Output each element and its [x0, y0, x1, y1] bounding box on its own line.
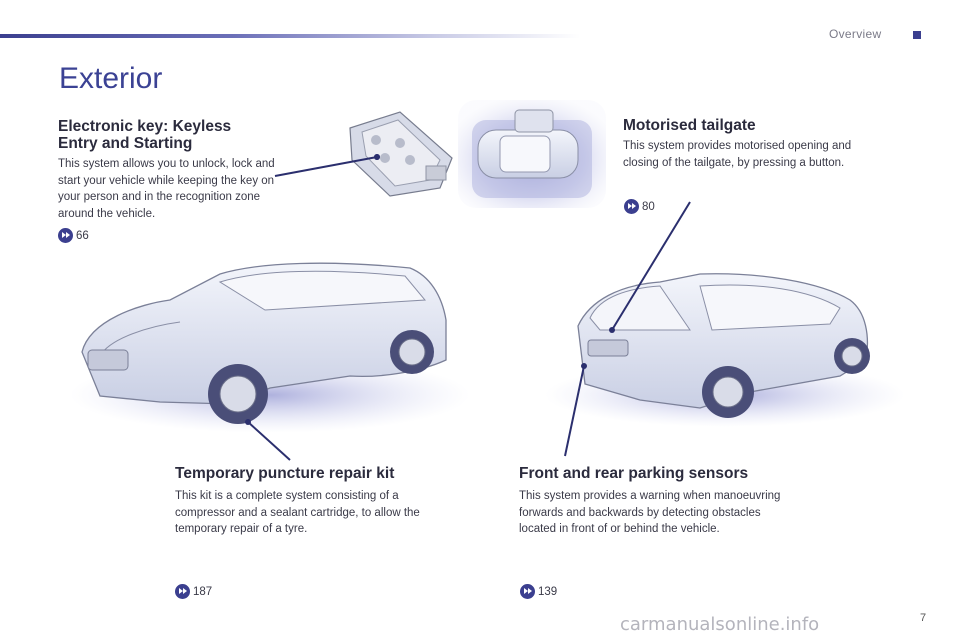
- front-car-illustration: [70, 262, 470, 433]
- page-title: Exterior: [59, 62, 163, 95]
- keyless-heading: Electronic key: Keyless Entry and Starti…: [58, 118, 278, 152]
- recognition-zone-illustration: [458, 100, 606, 208]
- section-marker-icon: [913, 31, 921, 39]
- keyless-heading-line1: Electronic key: Keyless: [58, 118, 232, 135]
- puncture-description: This kit is a complete system consisting…: [175, 490, 420, 535]
- puncture-ref-number: 187: [193, 585, 213, 598]
- tailgate-heading: Motorised tailgate: [623, 117, 756, 134]
- keyless-description: This system allows you to unlock, lock a…: [58, 158, 275, 220]
- watermark: carmanualsonline.info: [620, 614, 820, 635]
- callout-dots: [245, 154, 615, 425]
- puncture-heading: Temporary puncture repair kit: [175, 465, 395, 482]
- tailgate-page-ref[interactable]: 80: [624, 199, 655, 214]
- section-label: Overview: [829, 27, 882, 41]
- parking-heading: Front and rear parking sensors: [519, 465, 749, 482]
- tailgate-description: This system provides motorised opening a…: [623, 140, 852, 169]
- keyless-page-ref[interactable]: 66: [58, 228, 89, 243]
- page-reference-icon: [624, 199, 639, 214]
- header-accent-bar: [0, 34, 580, 38]
- page-reference-icon: [58, 228, 73, 243]
- tailgate-ref-number: 80: [642, 200, 655, 213]
- keyless-heading-line2: Entry and Starting: [58, 135, 193, 152]
- parking-page-ref[interactable]: 139: [520, 584, 557, 599]
- keyless-ref-number: 66: [76, 229, 89, 242]
- puncture-page-ref[interactable]: 187: [175, 584, 212, 599]
- key-fob-illustration: [349, 111, 453, 197]
- page-reference-icon: [520, 584, 535, 599]
- parking-ref-number: 139: [538, 585, 558, 598]
- callout-lines: [247, 156, 691, 461]
- parking-description: This system provides a warning when mano…: [519, 490, 781, 535]
- page-number: 7: [920, 612, 927, 624]
- page-reference-icon: [175, 584, 190, 599]
- rear-car-illustration: [545, 273, 905, 427]
